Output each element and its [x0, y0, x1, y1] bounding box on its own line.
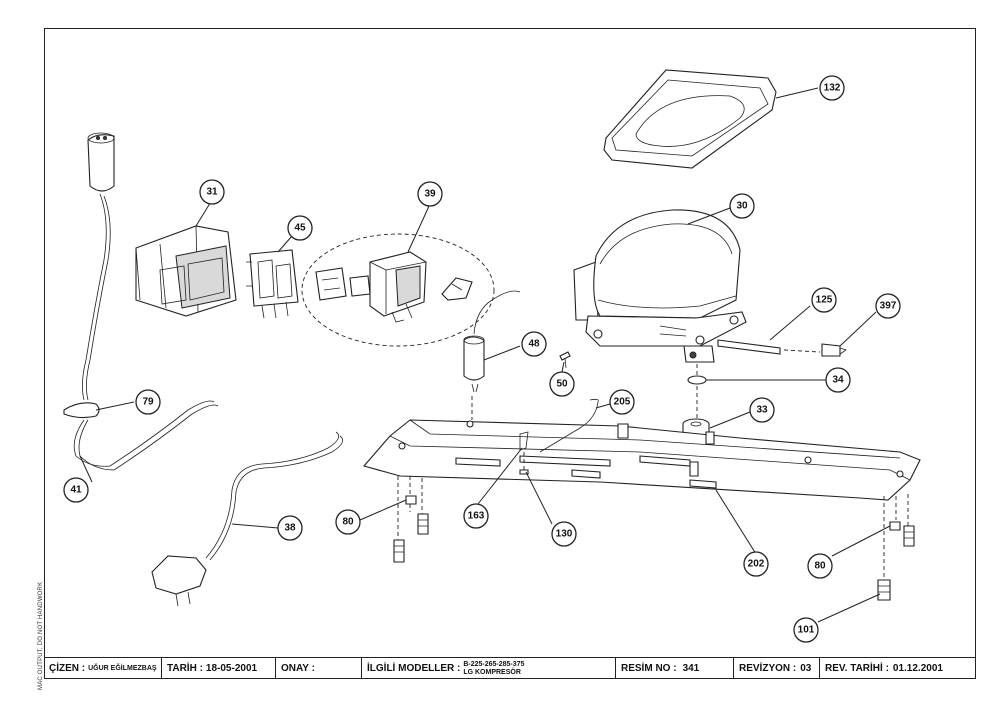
callout-34: 34 — [825, 367, 851, 393]
callout-79: 79 — [135, 389, 161, 415]
callout-31-label: 31 — [206, 187, 218, 198]
callout-79-label: 79 — [142, 397, 154, 408]
callout-48-label: 48 — [528, 339, 540, 350]
callout-80-right-label: 80 — [814, 561, 826, 572]
date-label: TARİH : — [167, 663, 203, 674]
defrost-heater-cord-part — [151, 431, 344, 607]
callout-163: 163 — [463, 503, 489, 529]
callout-45: 45 — [287, 215, 313, 241]
callout-39: 39 — [417, 181, 443, 207]
callout-101: 101 — [793, 617, 819, 643]
callout-202-label: 202 — [748, 559, 765, 570]
leader-lines — [79, 87, 891, 623]
callout-205: 205 — [609, 389, 635, 415]
tube-cap-part — [821, 343, 847, 357]
relay-group-outline — [301, 233, 495, 347]
drawing-number-cell: RESİM NO : 341 — [616, 658, 734, 679]
callout-130: 130 — [551, 521, 577, 547]
callout-31: 31 — [199, 179, 225, 205]
callout-30-label: 30 — [736, 201, 748, 212]
revision-cell: REVİZYON : 03 — [734, 658, 820, 679]
callout-38-label: 38 — [284, 523, 296, 534]
power-cord-part — [63, 132, 219, 471]
drawing-sheet — [44, 28, 976, 679]
revision-date-cell: REV. TARİHİ : 01.12.2001 — [820, 658, 976, 679]
models-line-1: B-225-265-285-375 — [463, 660, 525, 668]
callout-101-label: 101 — [798, 625, 815, 636]
callout-80-right: 80 — [807, 553, 833, 579]
foot-screws-left-part — [393, 476, 429, 563]
title-block: ÇİZEN : UĞUR EĞİLMEZBAŞ TARİH : 18-05-20… — [44, 657, 976, 679]
callout-125-label: 125 — [816, 295, 833, 306]
models-values: B-225-265-285-375 LG KOMPRESÖR — [463, 661, 524, 677]
washer-part — [687, 375, 707, 385]
drip-tray-part — [603, 69, 777, 169]
callout-33-label: 33 — [756, 405, 768, 416]
callout-41: 41 — [63, 477, 89, 503]
screw-part — [559, 351, 571, 369]
revision-value: 03 — [800, 663, 812, 674]
start-relay-part — [246, 249, 299, 319]
related-models-cell: İLGİLİ MODELLER : B-225-265-285-375 LG K… — [362, 658, 616, 679]
callout-38: 38 — [277, 515, 303, 541]
drawing-number-value: 341 — [682, 663, 700, 674]
callout-130-label: 130 — [556, 529, 573, 540]
base-plate-part — [363, 419, 921, 501]
date-cell: TARİH : 18-05-2001 — [162, 658, 276, 679]
callout-397: 397 — [875, 293, 901, 319]
callout-132: 132 — [819, 75, 845, 101]
relay-cover-part — [135, 225, 237, 317]
callout-33: 33 — [749, 397, 775, 423]
revision-label: REVİZYON : — [739, 663, 797, 674]
revision-date-label: REV. TARİHİ : — [825, 663, 889, 674]
ground-wire-part — [539, 398, 599, 453]
callout-50-label: 50 — [556, 379, 568, 390]
drawn-by-label: ÇİZEN : — [49, 663, 86, 674]
capacitor-part — [463, 290, 521, 420]
callout-125: 125 — [811, 287, 837, 313]
callout-41-label: 41 — [70, 485, 82, 496]
approval-label: ONAY : — [281, 663, 315, 674]
callout-80-left-label: 80 — [342, 517, 354, 528]
models-line-2: LG KOMPRESÖR — [463, 668, 521, 676]
date-value: 18-05-2001 — [205, 663, 258, 674]
callout-48: 48 — [521, 331, 547, 357]
drawn-by-cell: ÇİZEN : UĞUR EĞİLMEZBAŞ — [44, 658, 162, 679]
models-label: İLGİLİ MODELLER : — [367, 663, 461, 674]
drawing-number-label: RESİM NO : — [621, 663, 677, 674]
callout-39-label: 39 — [424, 189, 436, 200]
callout-132-label: 132 — [824, 83, 841, 94]
callout-50: 50 — [549, 371, 575, 397]
callout-45-label: 45 — [294, 223, 306, 234]
callout-80-left: 80 — [335, 509, 361, 535]
drawn-by-value: UĞUR EĞİLMEZBAŞ — [88, 665, 157, 672]
approval-cell: ONAY : — [276, 658, 362, 679]
process-tube-part — [717, 339, 781, 355]
callout-163-label: 163 — [468, 511, 485, 522]
callout-30: 30 — [729, 193, 755, 219]
callout-205-label: 205 — [614, 397, 631, 408]
overload-protector-part — [315, 251, 473, 323]
callout-34-label: 34 — [832, 375, 844, 386]
callout-202: 202 — [743, 551, 769, 577]
compressor-part — [573, 209, 747, 363]
callout-397-label: 397 — [880, 301, 897, 312]
revision-date-value: 01.12.2001 — [892, 663, 943, 674]
foot-screws-right-part — [877, 494, 915, 601]
